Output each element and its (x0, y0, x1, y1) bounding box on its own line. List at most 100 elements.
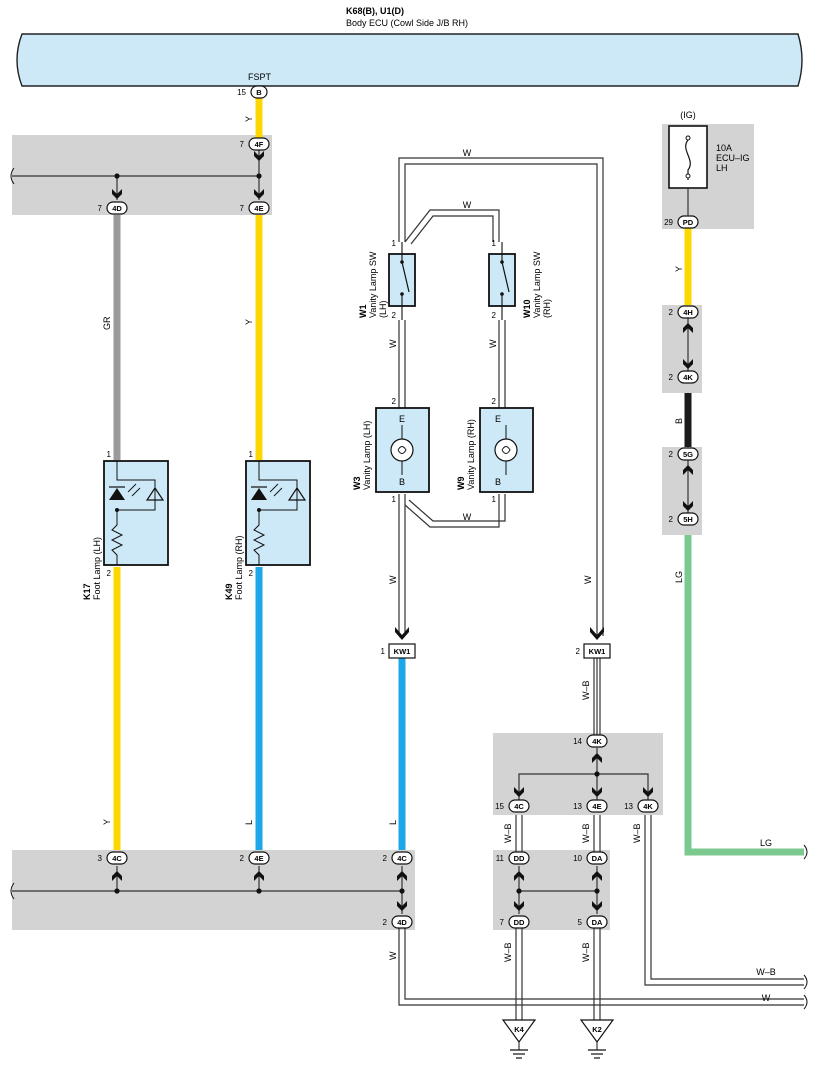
label-wb-dd: W–B (503, 942, 513, 962)
wire-w-lamp-link-b (408, 494, 506, 522)
arrow-4d-bot (397, 901, 407, 911)
svg-text:7: 7 (500, 918, 505, 927)
fuse-name-2: LH (716, 163, 728, 173)
svg-text:DD: DD (514, 854, 525, 863)
dot-7 (516, 888, 522, 894)
pill-4f: 4F 7 (240, 137, 270, 151)
w10-pin-top: 1 (492, 239, 497, 248)
wire-lg (684, 535, 804, 856)
dot-4 (256, 888, 262, 894)
w1-pin-bottom: 2 (392, 311, 397, 320)
label-w-lh-down: W (388, 575, 398, 584)
arrow-4c-bot2 (397, 871, 407, 881)
arrow-4h (683, 323, 693, 333)
label-wb-4c: W–B (503, 823, 513, 843)
label-w-right: W (762, 993, 771, 1003)
svg-text:5G: 5G (683, 450, 693, 459)
svg-text:DA: DA (592, 918, 603, 927)
k49-pin-bottom: 2 (249, 569, 254, 578)
wire-w-top-inner (404, 163, 598, 636)
label-w-rh-down: W (583, 575, 593, 584)
pin-fspt: B 15 (237, 85, 268, 99)
label-w-mid: W (463, 200, 472, 210)
svg-text:5: 5 (578, 918, 583, 927)
label-gr: GR (102, 316, 112, 330)
svg-text:2: 2 (383, 854, 388, 863)
arrow-4k-top (592, 753, 602, 763)
svg-text:4C: 4C (112, 854, 122, 863)
vanity-lamp-sw-lh: 1 2 W1 Vanity Lamp SW (LH) (358, 239, 416, 320)
label-wb-4k: W–B (632, 823, 642, 843)
label-lg-right: LG (760, 838, 772, 848)
junction-block-bottom-left (12, 850, 415, 930)
arrow-4d-top (112, 189, 122, 199)
label-y-fspt: Y (244, 116, 254, 122)
pill-dd-top: DD 11 (496, 851, 530, 865)
junction-block-top-left (12, 135, 272, 215)
ecu-bar (16, 33, 803, 87)
pill-4c-bot2: 4C 2 (383, 851, 413, 865)
kw1-right-code: KW1 (589, 647, 606, 656)
svg-text:4C: 4C (514, 802, 524, 811)
ecu-terminal-label: FSPT (248, 72, 272, 82)
pill-dd-bot: DD 7 (500, 915, 530, 929)
ecu-connector-ids: K68(B), U1(D) (346, 6, 404, 16)
label-wb-4e: W–B (581, 823, 591, 843)
switch-icon (401, 261, 410, 293)
svg-text:14: 14 (573, 737, 582, 746)
pill-da-top: DA 10 (573, 851, 608, 865)
switch-icon (501, 261, 510, 293)
pill-4e-top: 4E 7 (240, 201, 270, 215)
arrow-4e-mid (592, 787, 602, 797)
arrow-kw1-right (590, 627, 604, 640)
kw1-right-pin: 2 (576, 647, 581, 656)
label-y-k49: Y (244, 319, 254, 325)
dot-5 (399, 888, 405, 894)
pill-5g: 5G 2 (669, 447, 699, 461)
svg-text:5H: 5H (683, 515, 693, 524)
break-mark-lg (803, 844, 808, 860)
dot-2 (256, 173, 262, 179)
fuse-ecu-ig-lh: (IG) 10A ECU–IG LH (668, 110, 750, 216)
photodiode-icon (287, 486, 307, 501)
w3-pin-top: 2 (392, 397, 397, 406)
break-mark-left-top (10, 167, 15, 185)
w3-id: W3 (352, 477, 362, 491)
vanity-lamp-rh: E B 2 1 W9 Vanity Lamp (RH) (456, 397, 534, 504)
svg-text:15: 15 (495, 802, 504, 811)
w9-term-top: E (495, 414, 501, 424)
svg-text:B: B (256, 88, 262, 97)
arrow-4e-top (254, 189, 264, 199)
pill-4k-right: 4K 2 (669, 370, 699, 384)
w3-pin-bottom: 1 (392, 495, 397, 504)
ground-k2: K2 (579, 1019, 615, 1059)
fuse-name-1: ECU–IG (716, 153, 750, 163)
wire-w-bottom-a (398, 928, 804, 1006)
svg-text:3: 3 (98, 854, 103, 863)
wires (113, 98, 804, 856)
wire-wb-right-a (644, 815, 804, 986)
arrow-5g (683, 465, 693, 475)
dot-3 (114, 888, 120, 894)
label-w-sw-rh: W (488, 339, 498, 348)
dot-8 (594, 888, 600, 894)
svg-text:7: 7 (240, 204, 245, 213)
arrow-4c-bot (112, 871, 122, 881)
w9-id: W9 (456, 477, 466, 491)
svg-text:2: 2 (669, 373, 674, 382)
pill-4e-bot: 4E 2 (240, 851, 270, 865)
w10-name-2: (RH) (542, 299, 552, 318)
label-w-top: W (463, 148, 472, 158)
pill-da-bot: DA 5 (578, 915, 608, 929)
pill-4h: 4H 2 (669, 305, 699, 319)
body-ecu-header: K68(B), U1(D) Body ECU (Cowl Side J/B RH… (16, 6, 803, 87)
label-wb-right: W–B (756, 967, 776, 977)
svg-text:29: 29 (664, 218, 673, 227)
dot-1 (114, 173, 120, 179)
arrow-4f (254, 151, 264, 161)
svg-text:PD: PD (683, 218, 694, 227)
w9-pin-top: 2 (492, 397, 497, 406)
kw1-right-box (583, 643, 611, 659)
svg-text:2: 2 (669, 308, 674, 317)
pill-4e-mid: 4E 13 (573, 799, 608, 813)
